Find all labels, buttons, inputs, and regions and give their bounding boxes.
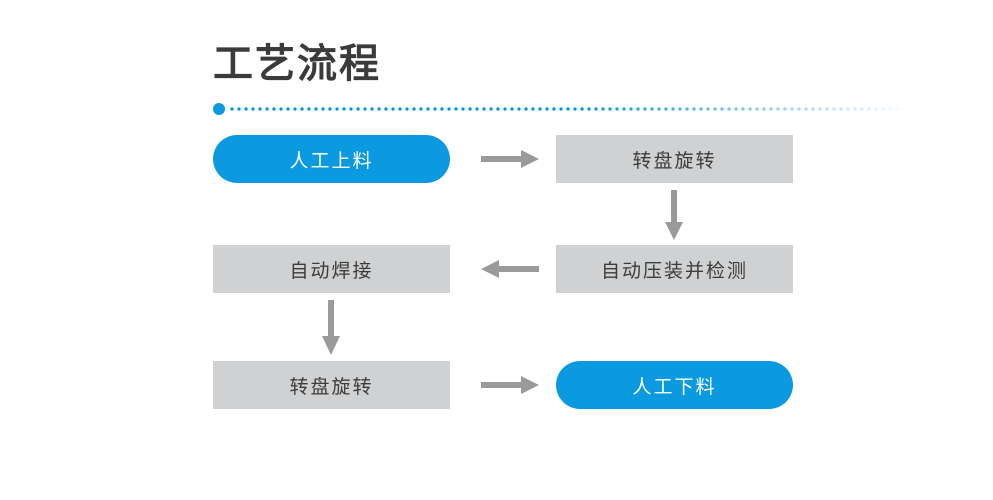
divider-dotted-line-icon: [230, 107, 913, 111]
arrow-right-icon: [481, 376, 539, 394]
flow-node-label: 人工上料: [289, 150, 374, 172]
flow-node-manual-loading[interactable]: 人工上料: [213, 135, 450, 183]
flow-node-label: 自动焊接: [289, 260, 374, 282]
connector-arrow-left-n4-n3: [481, 257, 539, 281]
connector-arrow-right-n5-n6: [481, 373, 539, 397]
flow-node-auto-press-and-inspect[interactable]: 自动压装并检测: [556, 245, 793, 293]
divider-lead-dot-icon: [213, 103, 225, 115]
arrow-down-icon: [665, 190, 683, 240]
flow-node-label: 转盘旋转: [632, 150, 717, 172]
connector-arrow-down-n3-n5: [319, 300, 343, 355]
flow-node-turntable-rotate-2[interactable]: 转盘旋转: [213, 361, 450, 409]
connector-arrow-right-n1-n2: [481, 147, 539, 171]
connector-arrow-down-n2-n4: [662, 190, 686, 240]
flow-node-label: 转盘旋转: [289, 376, 374, 398]
flow-node-label: 自动压装并检测: [600, 260, 748, 282]
dotted-divider: [213, 103, 913, 115]
flow-node-label: 人工下料: [632, 376, 717, 398]
arrow-down-icon: [322, 300, 340, 355]
arrow-left-icon: [481, 260, 539, 278]
flow-node-auto-welding[interactable]: 自动焊接: [213, 245, 450, 293]
arrow-right-icon: [481, 150, 539, 168]
title-block: 工艺流程: [213, 40, 813, 88]
page-title: 工艺流程: [213, 42, 381, 86]
flow-node-turntable-rotate-1[interactable]: 转盘旋转: [556, 135, 793, 183]
flow-node-manual-unloading[interactable]: 人工下料: [556, 361, 793, 409]
